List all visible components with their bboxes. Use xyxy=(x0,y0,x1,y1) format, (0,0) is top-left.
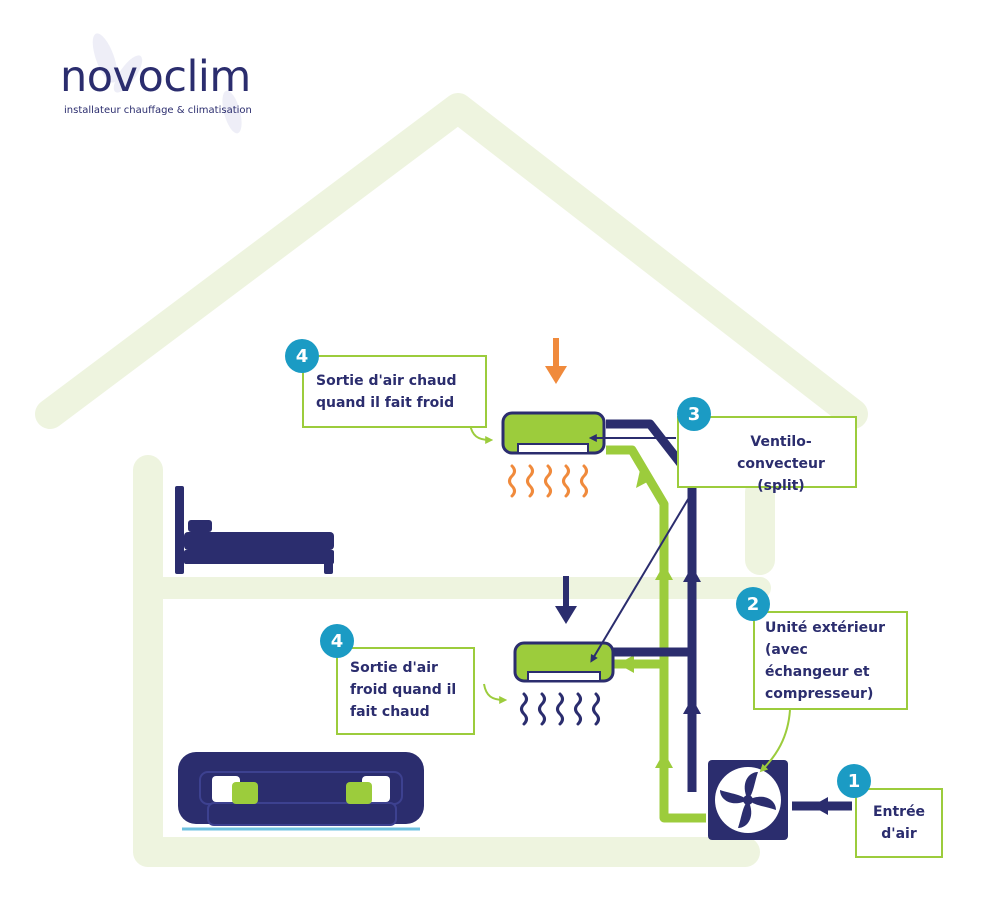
callout-air-intake: Entrée d'air xyxy=(855,788,943,858)
logo-tagline: installateur chauffage & climatisation xyxy=(64,105,252,116)
logo-petals xyxy=(92,33,242,134)
callout-outdoor-unit-text: Unité extérieur (avec échangeur et compr… xyxy=(765,620,885,702)
callout-warm-air-output: Sortie d'air chaud quand il fait froid xyxy=(302,355,487,428)
callout-fan-coil: Ventilo-convecteur (split) xyxy=(677,416,857,494)
logo-wordmark: novoclim xyxy=(60,52,251,102)
navy-flow-arrows xyxy=(683,566,828,815)
callout-outdoor-unit: Unité extérieur (avec échangeur et compr… xyxy=(753,611,908,710)
warm-air-waves-icon xyxy=(508,464,588,498)
bed-icon xyxy=(175,486,334,574)
callout-air-intake-text: Entrée d'air xyxy=(872,804,926,842)
callout-fan-coil-text: Ventilo-convecteur (split) xyxy=(737,434,825,494)
cold-air-waves-icon xyxy=(520,692,600,726)
split-unit-cold xyxy=(513,641,615,683)
outdoor-fan-unit-icon xyxy=(708,760,788,840)
callout-cold-air-output: Sortie d'air froid quand il fait chaud xyxy=(336,647,475,735)
down-arrow-icon xyxy=(545,338,567,384)
sofa-icon xyxy=(178,752,424,831)
badge-4-cold: 4 xyxy=(320,624,354,658)
badge-1: 1 xyxy=(837,764,871,798)
split-unit-warm xyxy=(501,411,606,455)
callout-cold-air-output-text: Sortie d'air froid quand il fait chaud xyxy=(350,660,457,720)
lime-flow-arrows xyxy=(618,470,673,768)
callout-warm-air-output-text: Sortie d'air chaud quand il fait froid xyxy=(316,373,457,411)
down-arrow-icon-cold xyxy=(555,576,577,624)
badge-2: 2 xyxy=(736,587,770,621)
callout-pointers xyxy=(588,434,697,663)
badge-4-warm: 4 xyxy=(285,339,319,373)
badge-3: 3 xyxy=(677,397,711,431)
house-outline xyxy=(35,93,868,867)
